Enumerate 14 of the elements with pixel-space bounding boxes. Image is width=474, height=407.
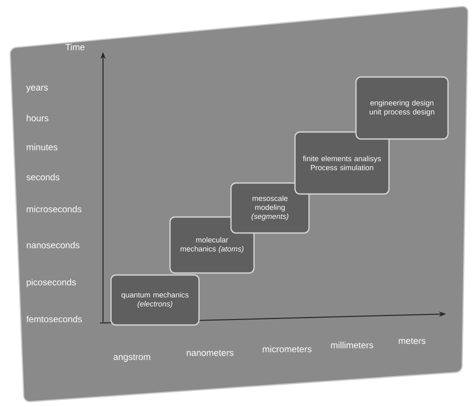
time-unit-label: minutes	[26, 144, 58, 150]
time-unit-label: picoseconds	[26, 278, 76, 288]
time-unit-label: nanoseconds	[26, 242, 80, 248]
axis-title: Time	[65, 44, 84, 50]
time-unit-label: femtoseconds	[26, 316, 82, 322]
length-unit-label: nanometers	[186, 350, 234, 356]
time-unit-label: microseconds	[26, 206, 82, 212]
length-unit-label: millimeters	[331, 342, 374, 348]
length-unit-label: meters	[398, 338, 426, 344]
length-unit-label: micrometers	[262, 346, 312, 352]
length-unit-label: angstrom	[114, 354, 150, 362]
time-unit-label: hours	[26, 114, 48, 122]
time-unit-label: seconds	[26, 174, 60, 180]
time-unit-label: years	[26, 86, 48, 92]
